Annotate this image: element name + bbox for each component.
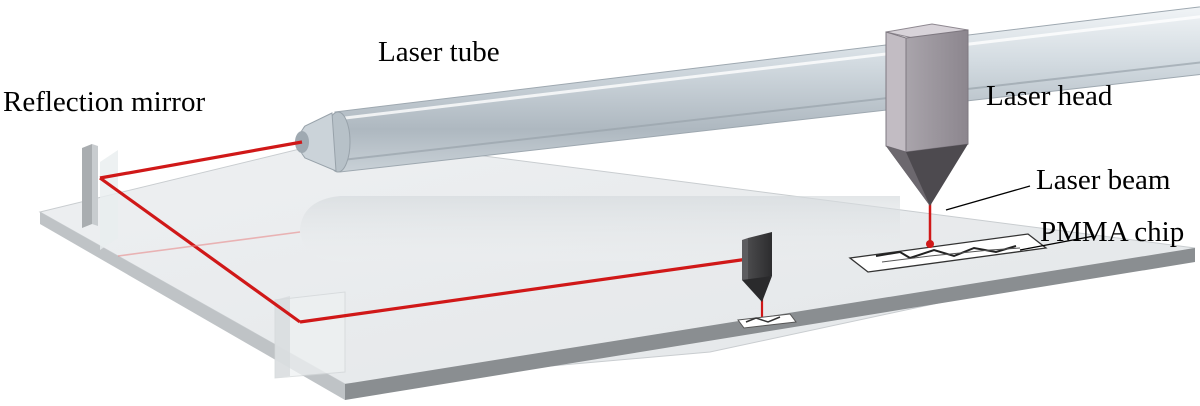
- laser-head-side: [885, 31, 907, 153]
- small-laser-head: [737, 232, 797, 329]
- base-plate: [38, 137, 1196, 400]
- laser-beam-segment-1: [99, 140, 303, 180]
- laser-beam-segment-3: [299, 256, 756, 324]
- laser-beam-leader-line: [945, 185, 1031, 211]
- pmma-chip: [848, 233, 1048, 273]
- laser-beam-path: [99, 140, 932, 324]
- label-pmma-chip: PMMA chip: [1040, 216, 1185, 248]
- label-laser-beam: Laser beam: [1036, 164, 1171, 196]
- base-plate-left-edge: [40, 212, 345, 400]
- label-reflection-mirror: Reflection mirror: [3, 86, 206, 118]
- pmma-chip-leader-line: [1019, 235, 1095, 251]
- label-laser-head: Laser head: [986, 80, 1113, 112]
- laser-beam-reflection: [117, 231, 301, 257]
- laser-head-front: [905, 29, 969, 153]
- reflection-mirror-front: [274, 291, 346, 379]
- laser-tube-reflection: [300, 196, 900, 262]
- laser-beam-segment-2: [99, 176, 301, 324]
- label-laser-tube: Laser tube: [378, 36, 500, 68]
- laser-head: [885, 23, 969, 206]
